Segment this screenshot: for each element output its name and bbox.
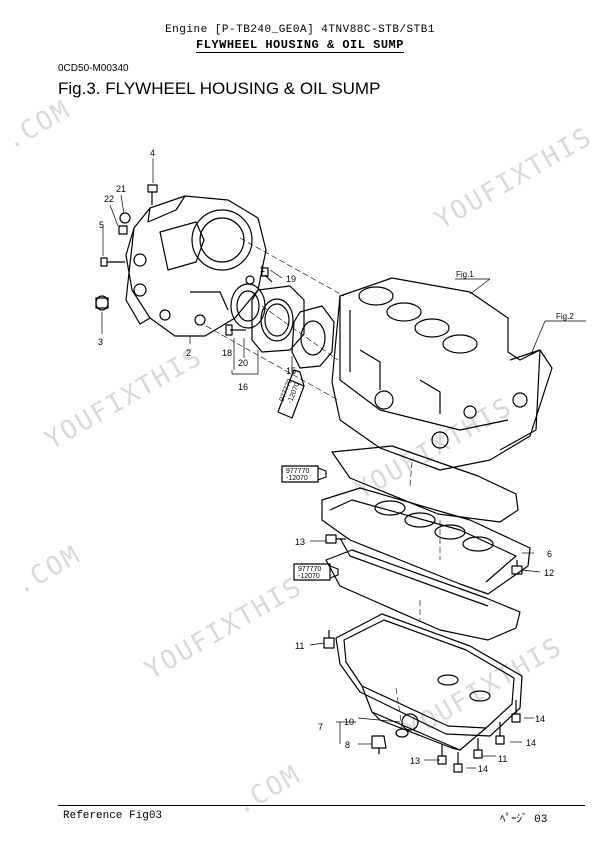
- drain-plug: [371, 728, 409, 754]
- callout-12: 12: [544, 568, 554, 578]
- oil-seal-retainer: [225, 267, 335, 369]
- callout-14c: 14: [478, 764, 488, 774]
- callout-numbers: 1 2 3 4 5 6 7 8 10 11 12 13 14 15 16 18 …: [98, 148, 554, 774]
- leader-lines: [101, 158, 586, 769]
- oil-pan: [335, 613, 523, 751]
- oil-pan-gasket-lower: [325, 549, 521, 641]
- oil-sump-upper-case: [321, 487, 531, 607]
- footer-divider: [58, 805, 585, 806]
- callout-14b: 14: [526, 738, 536, 748]
- callout-22: 22: [104, 194, 114, 204]
- bolts: [323, 534, 523, 773]
- callout-6: 6: [547, 549, 552, 559]
- svg-text:-12070: -12070: [286, 475, 308, 482]
- callout-19: 19: [286, 274, 296, 284]
- callout-1: 1: [260, 264, 265, 274]
- svg-text:977770: 977770: [286, 468, 309, 475]
- callout-11: 11: [295, 641, 304, 651]
- header-section-title: FLYWHEEL HOUSING & OIL SUMP: [196, 38, 404, 53]
- callout-21: 21: [116, 184, 126, 194]
- sealant-labels: 977770 -12070 977770 -12070 977770 -1207…: [279, 378, 322, 580]
- callout-18: 18: [222, 348, 232, 358]
- callout-13: 13: [295, 537, 305, 547]
- cylinder-block: [331, 277, 553, 471]
- document-id: 0CD50-M00340: [58, 63, 129, 74]
- callout-2: 2: [186, 348, 191, 358]
- callout-20: 20: [238, 358, 248, 368]
- callout-7: 7: [318, 722, 323, 732]
- footer-reference: Reference Fig03: [63, 810, 163, 822]
- housing-fasteners: [95, 184, 158, 311]
- callout-14: 14: [535, 714, 545, 724]
- figure-references: Fig.1 Fig.2: [456, 270, 574, 321]
- callout-4: 4: [150, 148, 155, 158]
- callout-16: 16: [238, 382, 248, 392]
- figure-title: Fig.3. FLYWHEEL HOUSING & OIL SUMP: [58, 79, 381, 98]
- flywheel-housing: [125, 195, 267, 337]
- callout-5: 5: [99, 220, 104, 230]
- assembly-dashes: [205, 237, 441, 729]
- callout-15: 15: [286, 366, 296, 376]
- callout-3: 3: [98, 337, 103, 347]
- header-engine-line: Engine [P-TB240_GE0A] 4TNV88C-STB/STB1: [165, 24, 435, 36]
- callout-10: 10: [344, 717, 354, 727]
- svg-text:977770: 977770: [298, 566, 321, 573]
- ref-fig1: Fig.1: [456, 270, 474, 279]
- svg-text:-12070: -12070: [298, 573, 320, 580]
- ref-fig2: Fig.2: [556, 312, 574, 321]
- callout-8: 8: [345, 740, 350, 750]
- oil-pan-gasket-upper: [331, 445, 519, 523]
- footer-page: ﾍﾟｰｼﾞ 03: [500, 814, 548, 826]
- callout-13b: 13: [410, 756, 420, 766]
- callout-11b: 11: [498, 754, 507, 764]
- sealant-tube: [277, 369, 339, 581]
